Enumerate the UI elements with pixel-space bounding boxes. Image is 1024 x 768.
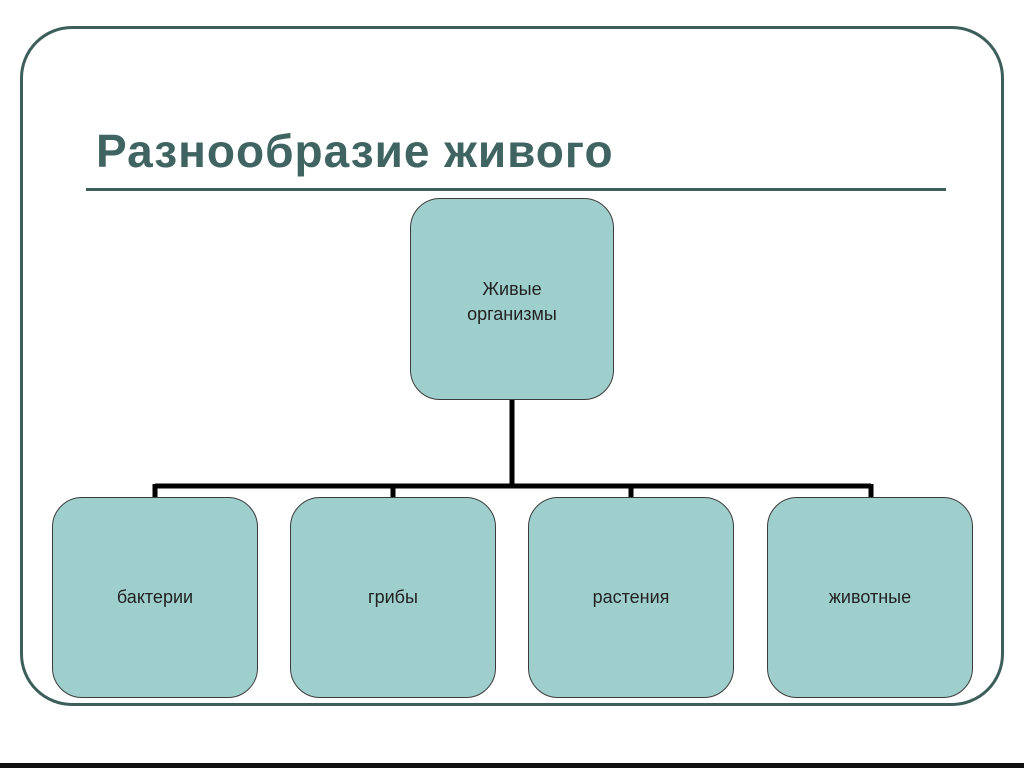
node-animals[interactable]: животные (767, 497, 973, 698)
node-bacteria-label: бактерии (116, 587, 194, 607)
slide-title: Разнообразие живого (96, 125, 614, 177)
node-plants-label: растения (592, 587, 670, 607)
node-animals-label: животные (828, 587, 912, 607)
node-bacteria[interactable]: бактерии (52, 497, 258, 698)
node-fungi-label: грибы (368, 587, 418, 607)
node-plants[interactable]: растения (528, 497, 734, 698)
title-underline (86, 188, 946, 191)
node-living-organisms[interactable]: Живые организмы (410, 198, 614, 400)
node-fungi[interactable]: грибы (290, 497, 496, 698)
node-living-organisms-label: Живые организмы (467, 279, 557, 324)
bottom-edge-bar (0, 763, 1024, 768)
